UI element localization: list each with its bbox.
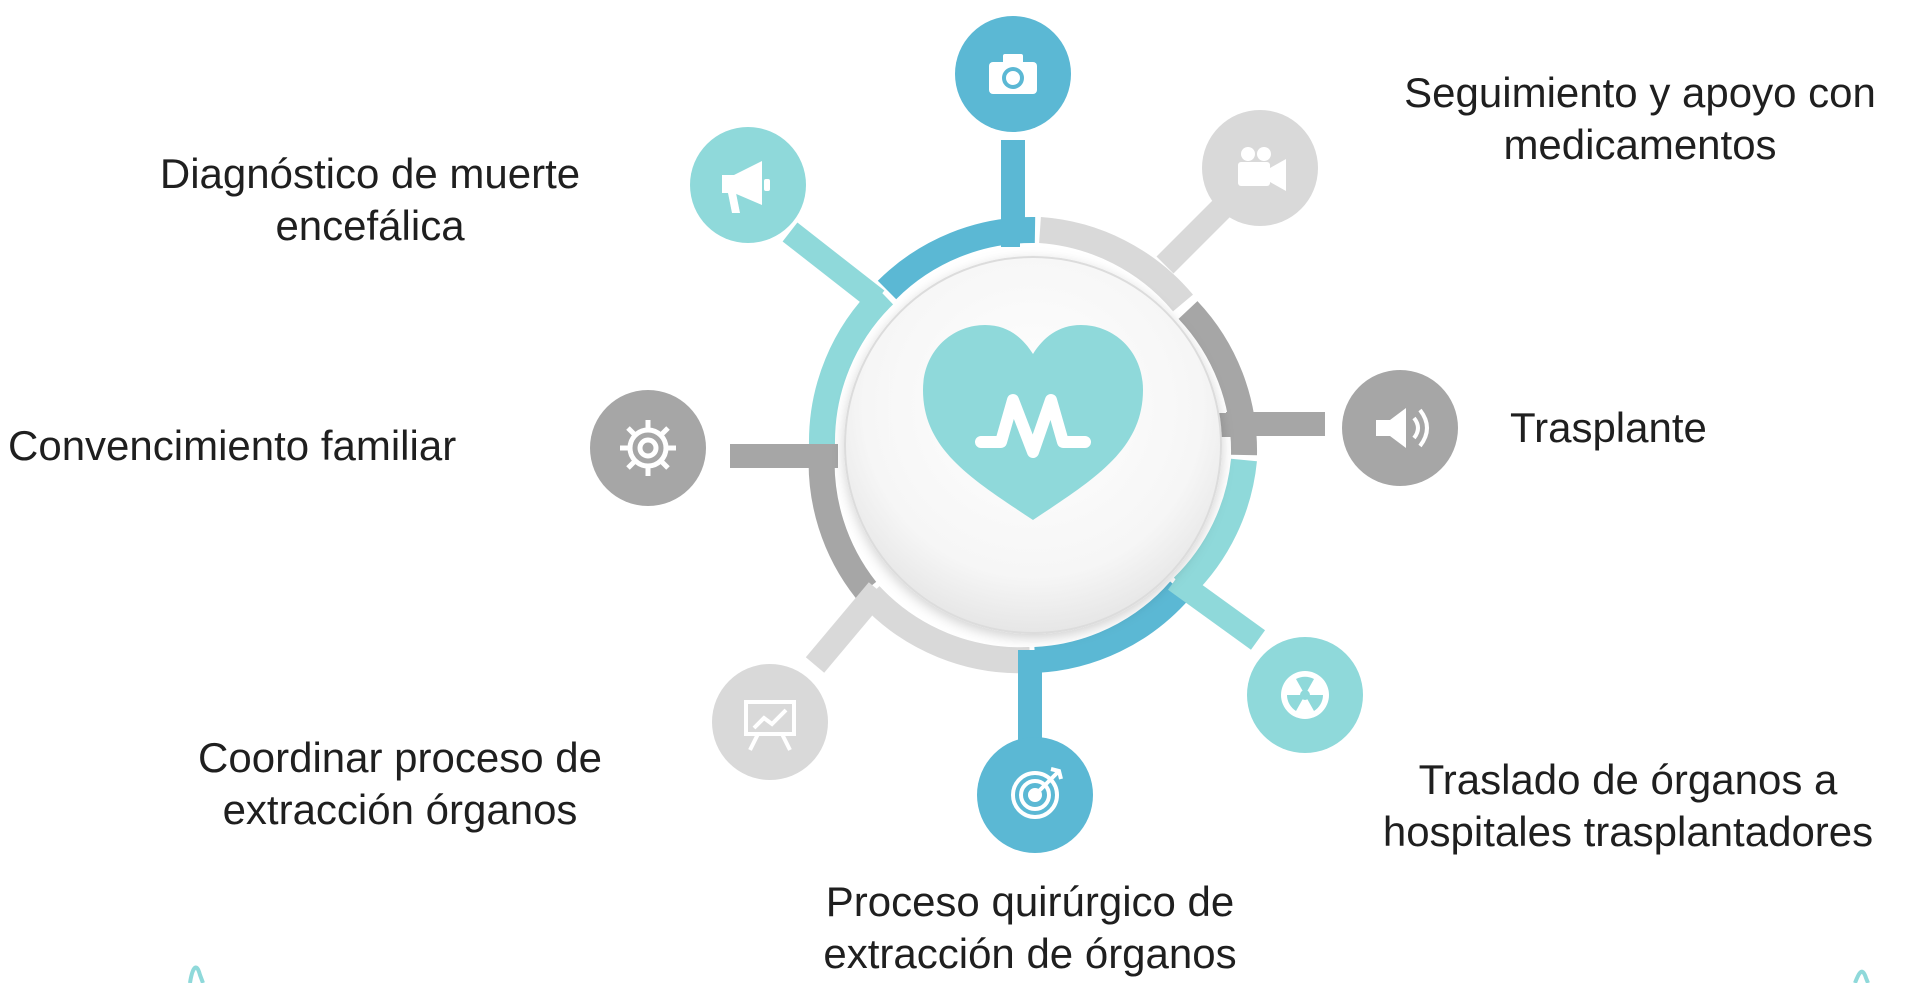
connector-diagnostico xyxy=(782,222,885,310)
ring-segments xyxy=(808,216,1258,674)
target-icon xyxy=(1011,767,1063,819)
connector-trasplante xyxy=(1215,412,1325,437)
gear-icon xyxy=(620,420,676,476)
video-camera-icon xyxy=(1238,147,1286,191)
step-node-traslado[interactable] xyxy=(1247,637,1363,753)
connector-traslado xyxy=(1167,570,1266,650)
step-node-coordinar[interactable] xyxy=(712,664,828,780)
ring-segment-quirurgico xyxy=(1034,581,1190,673)
speaker-icon xyxy=(1376,408,1429,448)
label-traslado: Traslado de órganos a hospitales traspla… xyxy=(1382,756,1874,855)
label-quirurgico: Proceso quirúrgico de extracción de órga… xyxy=(823,878,1237,977)
ring-segment-diagnostico xyxy=(808,285,894,446)
radiation-icon xyxy=(1281,671,1329,719)
ring-segment-traslado xyxy=(1173,458,1257,597)
step-node-camara[interactable] xyxy=(955,16,1071,132)
decorative-squiggle-left xyxy=(188,965,205,983)
step-icons xyxy=(590,16,1458,853)
label-diagnostico: Diagnóstico de muerte encefálica xyxy=(159,150,581,249)
ring-segment-seguimiento xyxy=(1038,217,1193,312)
connector-camara xyxy=(1001,140,1025,247)
megaphone-icon xyxy=(722,161,770,213)
step-node-seguimiento[interactable] xyxy=(1202,110,1318,226)
step-node-diagnostico[interactable] xyxy=(690,127,806,243)
step-node-convencimiento[interactable] xyxy=(590,390,706,506)
decorative-squiggle-right xyxy=(1853,969,1870,983)
camera-icon xyxy=(989,54,1037,94)
ring-segment-coordinar xyxy=(860,585,1031,674)
label-convencimiento: Convencimiento familiar xyxy=(8,422,457,469)
step-node-trasplante[interactable] xyxy=(1342,370,1458,486)
presentation-board-icon xyxy=(744,700,796,751)
label-seguimiento: Seguimiento y apoyo con medicamentos xyxy=(1404,69,1876,168)
heart-pulse-icon xyxy=(923,325,1143,520)
connector-coordinar xyxy=(805,582,888,673)
step-node-quirurgico[interactable] xyxy=(977,737,1093,853)
label-trasplante: Trasplante xyxy=(1510,404,1707,451)
label-coordinar: Coordinar proceso de extracción órganos xyxy=(198,734,602,833)
center-disk xyxy=(844,256,1222,634)
